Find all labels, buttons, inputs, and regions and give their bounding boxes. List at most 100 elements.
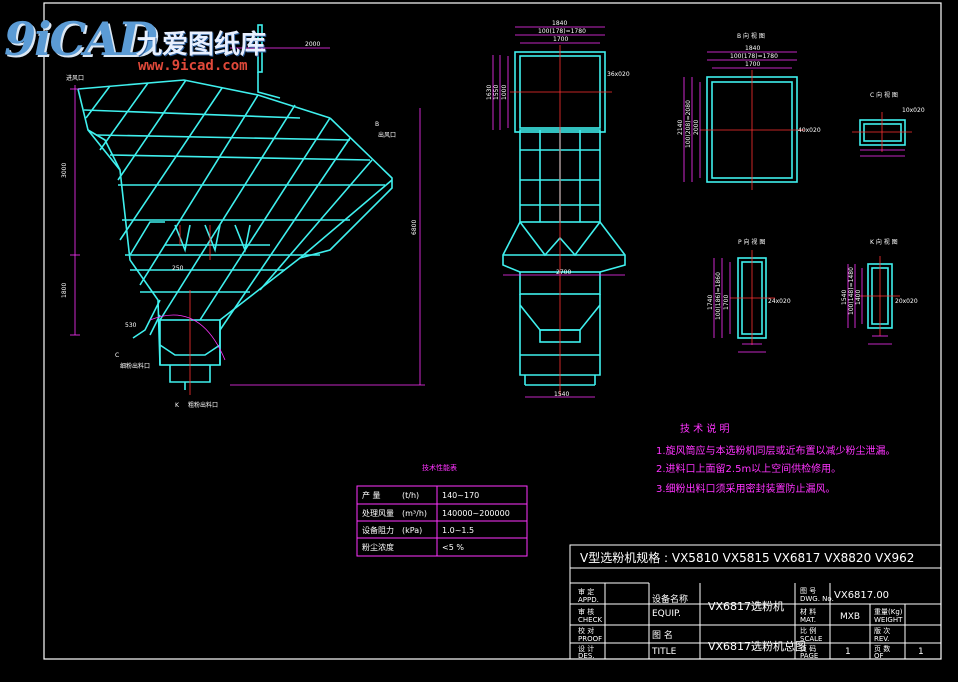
param-row-name: 粉尘浓度	[362, 542, 394, 552]
role-cn: 审 核	[578, 607, 594, 616]
equip-label-cn: 设备名称	[652, 593, 688, 605]
role-en: APPD.	[578, 596, 599, 604]
title-value: VX6817选粉机总图	[708, 639, 806, 653]
rev-label-cn: 版 次	[874, 626, 890, 635]
side-view	[502, 51, 626, 386]
dim-left-lower: 1800	[61, 283, 68, 298]
k-dim-note: 20x020	[895, 298, 918, 305]
param-row-value: 140~170	[442, 491, 479, 500]
tech-notes-title: 技 术 说 明	[680, 422, 730, 435]
dwg-label-en: DWG. No.	[800, 595, 834, 603]
param-row-value: 1.0~1.5	[442, 526, 474, 535]
role-cn: 校 对	[578, 626, 594, 635]
label-c-text: 细粉出料口	[120, 362, 150, 370]
of-value: 1	[918, 647, 924, 657]
role-cn: 审 定	[578, 587, 594, 596]
param-row-unit: (m³/h)	[402, 509, 427, 518]
main-view	[77, 24, 393, 390]
side-dim-note: 36x020	[607, 71, 630, 78]
c-view	[859, 119, 906, 146]
label-b: B	[375, 121, 379, 128]
label-inlet: 进风口	[66, 74, 84, 82]
role-en: PROOF	[578, 635, 602, 643]
k-view-title: K 向 视 图	[870, 238, 898, 246]
b-centerlines	[700, 70, 805, 190]
side-dimensions	[492, 26, 625, 398]
side-dim-top-inner: 100(178)=1780	[538, 28, 586, 35]
dimension-labels: 2000 3000 1800 6800 250 530 进风口 B 出风口 C …	[61, 20, 925, 409]
of-label-en: OF	[874, 652, 884, 660]
logo-name: 九爱图纸库	[136, 30, 267, 60]
b-dim-b: 100(178)=1780	[730, 53, 778, 60]
page-label-en: PAGE	[800, 652, 818, 660]
side-dim-c: 1000	[501, 85, 508, 100]
side-dim-top-mid: 1700	[553, 36, 568, 43]
dim-top: 2000	[305, 41, 320, 48]
dim-total-height: 6800	[411, 220, 418, 235]
param-row-value: <5 %	[442, 543, 464, 552]
param-row-value: 140000~200000	[442, 509, 510, 518]
side-dim-a: 1630	[486, 85, 493, 100]
param-row-unit: (kPa)	[402, 526, 422, 535]
tech-note-3: 3.细粉出料口须采用密封装置防止漏风。	[656, 482, 836, 495]
weight-label-en: WEIGHT	[874, 616, 903, 624]
p-dim-b: 100(186)=1860	[715, 272, 722, 320]
logo-url: www.9icad.com	[138, 58, 248, 74]
k-dim-a: 1540	[841, 290, 848, 305]
material-value: MXB	[840, 612, 860, 622]
scale-label-cn: 比 例	[800, 626, 816, 635]
c-dim-note: 10x020	[902, 107, 925, 114]
rev-label-en: REV.	[874, 635, 889, 643]
k-dim-b: 100(148)=1480	[848, 267, 855, 315]
p-dim-note: 24x020	[768, 298, 791, 305]
dwg-value: VX6817.00	[834, 590, 889, 601]
side-dim-top-outer: 1840	[552, 20, 567, 27]
c-dimensions	[860, 149, 905, 157]
series-label: V型选粉机规格 : VX5810 VX5815 VX6817 VX8820 VX…	[580, 550, 914, 565]
equip-label-en: EQUIP.	[652, 609, 681, 619]
role-en: DES.	[578, 652, 594, 660]
p-centerlines	[730, 250, 775, 345]
scale-label-en: SCALE	[800, 635, 822, 643]
param-row-name: 处理风量	[362, 508, 394, 518]
side-dim-width: 2700	[556, 269, 571, 276]
tech-notes: 技 术 说 明 1.旋风筒应与本选粉机同层或近布置以减少粉尘泄漏。 2.进料口上…	[656, 422, 896, 495]
equip-value: VX6817选粉机	[708, 599, 784, 613]
title-label-cn: 图 名	[652, 629, 673, 641]
dim-inner: 250	[172, 265, 184, 272]
main-centerlines	[179, 225, 211, 395]
site-logo: 9iCAD 九爱图纸库 www.9icad.com	[2, 8, 302, 76]
page-value: 1	[845, 647, 851, 657]
p-dim-c: 1700	[723, 295, 730, 310]
label-k-text: 粗粉出料口	[188, 401, 218, 409]
param-row-name: 设备阻力	[362, 525, 394, 535]
material-label-cn: 材 料	[800, 607, 816, 616]
param-row-unit: (t/h)	[402, 491, 419, 500]
b-dimensions	[683, 51, 797, 182]
page-label-cn: 页 码	[800, 645, 816, 653]
tech-note-2: 2.进料口上面留2.5m以上空间供检修用。	[656, 462, 841, 475]
b-dim-e: 100(208)=2080	[685, 100, 692, 148]
dwg-label-cn: 图 号	[800, 587, 816, 595]
b-dim-a: 1840	[745, 45, 760, 52]
main-dimensions	[70, 47, 425, 386]
drawing-frame	[43, 2, 942, 660]
dim-small: 530	[125, 322, 137, 329]
params-table: 技术性能表 产 量 (t/h) 140~170 处理风量 (m³/h) 1400…	[356, 463, 528, 557]
c-view-title: C 向 视 图	[870, 91, 898, 99]
dim-left-upper: 3000	[61, 163, 68, 178]
b-dim-note: 40x020	[798, 127, 821, 134]
label-k: K	[175, 402, 180, 409]
p-view-title: P 向 视 图	[738, 238, 765, 246]
p-dimensions	[713, 258, 766, 353]
side-centerlines	[510, 45, 612, 395]
params-title: 技术性能表	[422, 463, 457, 472]
material-label-en: MAT.	[800, 616, 816, 624]
b-view-title: B 向 视 图	[737, 32, 765, 40]
label-c: C	[115, 352, 119, 359]
of-label-cn: 页 数	[874, 644, 890, 653]
c-centerlines	[852, 112, 912, 152]
role-cn: 设 计	[578, 644, 594, 653]
